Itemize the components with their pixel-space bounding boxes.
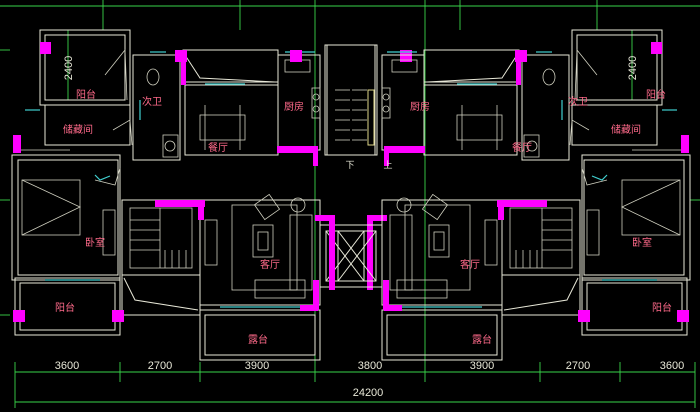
room-label-balcony-top-right: 阳台 <box>646 88 666 101</box>
stair-down-label: 下 <box>345 161 354 171</box>
dim-balcony-depth-left: 2400 <box>63 56 75 80</box>
room-label-living-right: 客厅 <box>460 258 480 271</box>
room-label-kitchen-right: 厨房 <box>410 100 430 113</box>
room-label-storage-right: 储藏间 <box>611 123 641 136</box>
columns <box>13 42 412 322</box>
dim-segment: 3600 <box>660 360 684 372</box>
room-label-living: 客厅 <box>260 258 280 271</box>
dim-balcony-depth-right: 2400 <box>627 56 639 80</box>
dim-segment: 3900 <box>245 360 269 372</box>
dim-segment: 2700 <box>566 360 590 372</box>
stair-handrail <box>367 89 375 146</box>
room-label-dining: 餐厅 <box>208 141 228 154</box>
room-label-terrace: 露台 <box>248 333 268 346</box>
dim-segment: 3900 <box>470 360 494 372</box>
dim-total: 24200 <box>353 387 384 399</box>
dim-segment: 2700 <box>148 360 172 372</box>
room-label-terrace-right: 露台 <box>472 333 492 346</box>
room-label-balcony-bottom: 阳台 <box>55 301 75 314</box>
room-label-balcony-top: 阳台 <box>76 88 96 101</box>
dim-segment: 3800 <box>358 360 382 372</box>
room-label-dining-right: 餐厅 <box>512 141 532 154</box>
room-label-second-bath-right: 次卫 <box>568 95 588 108</box>
dim-segment: 3600 <box>55 360 79 372</box>
room-label-bedroom: 卧室 <box>85 236 105 249</box>
stair-up-label: 上 <box>383 160 392 171</box>
room-label-second-bath: 次卫 <box>142 95 162 108</box>
room-label-bedroom-right: 卧室 <box>632 236 652 249</box>
room-label-kitchen: 厨房 <box>284 100 304 113</box>
room-label-balcony-bottom-right: 阳台 <box>652 301 672 314</box>
room-label-storage: 储藏间 <box>63 123 93 136</box>
